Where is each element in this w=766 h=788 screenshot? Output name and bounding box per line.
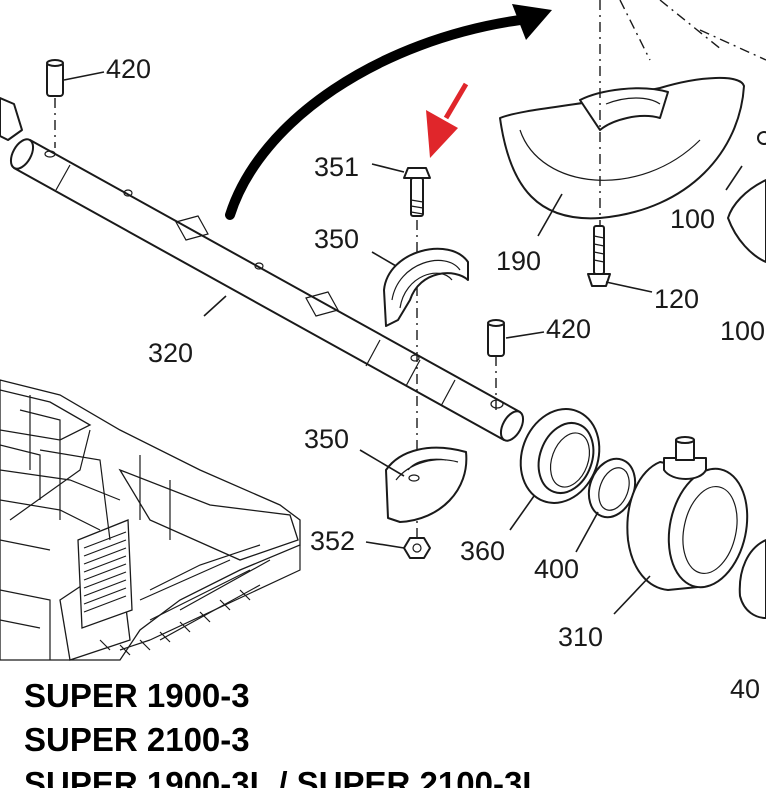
label-352: 352 bbox=[310, 526, 355, 556]
label-100: 100 bbox=[670, 204, 715, 234]
label-400: 400 bbox=[534, 554, 579, 584]
highlight-arrow-icon bbox=[426, 82, 469, 158]
guard-100-partial-drawing bbox=[727, 179, 766, 263]
label-320: 320 bbox=[148, 338, 193, 368]
rotation-arrow bbox=[225, 15, 525, 220]
rotation-arrow-head bbox=[512, 4, 552, 40]
label-190: 190 bbox=[496, 246, 541, 276]
label-360: 360 bbox=[460, 536, 505, 566]
guard-190-drawing bbox=[499, 0, 766, 235]
label-420-right: 420 bbox=[546, 314, 591, 344]
model-name: SUPER 1900-3L / SUPER 2100-3L bbox=[24, 765, 543, 788]
bolt-351-drawing bbox=[403, 167, 431, 550]
label-120: 120 bbox=[654, 284, 699, 314]
label-310: 310 bbox=[558, 622, 603, 652]
clamp-350-bottom-drawing bbox=[385, 446, 468, 523]
seal-360-drawing bbox=[519, 408, 601, 504]
shaft-320-drawing bbox=[0, 97, 525, 442]
paver-machine-illustration bbox=[0, 379, 301, 661]
label-420-top: 420 bbox=[106, 54, 151, 84]
model-list: SUPER 1900-3 SUPER 2100-3 SUPER 1900-3L … bbox=[24, 674, 542, 788]
bearing-housing-310-drawing bbox=[626, 436, 766, 619]
model-name: SUPER 1900-3 bbox=[24, 677, 250, 714]
label-100-edge: 100 bbox=[720, 316, 765, 346]
fitting-partial-drawing bbox=[757, 131, 766, 145]
label-40-edge: 40 bbox=[730, 674, 760, 704]
pin-420-right-drawing bbox=[487, 319, 505, 410]
model-name: SUPER 2100-3 bbox=[24, 721, 250, 758]
screw-120-drawing bbox=[587, 225, 611, 287]
label-350-top: 350 bbox=[314, 224, 359, 254]
nut-352-drawing bbox=[403, 537, 431, 559]
label-350-bottom: 350 bbox=[304, 424, 349, 454]
label-351: 351 bbox=[314, 152, 359, 182]
clamp-350-top-drawing bbox=[383, 247, 469, 327]
pin-420-top-drawing bbox=[46, 59, 64, 148]
leader-lines bbox=[63, 71, 743, 615]
